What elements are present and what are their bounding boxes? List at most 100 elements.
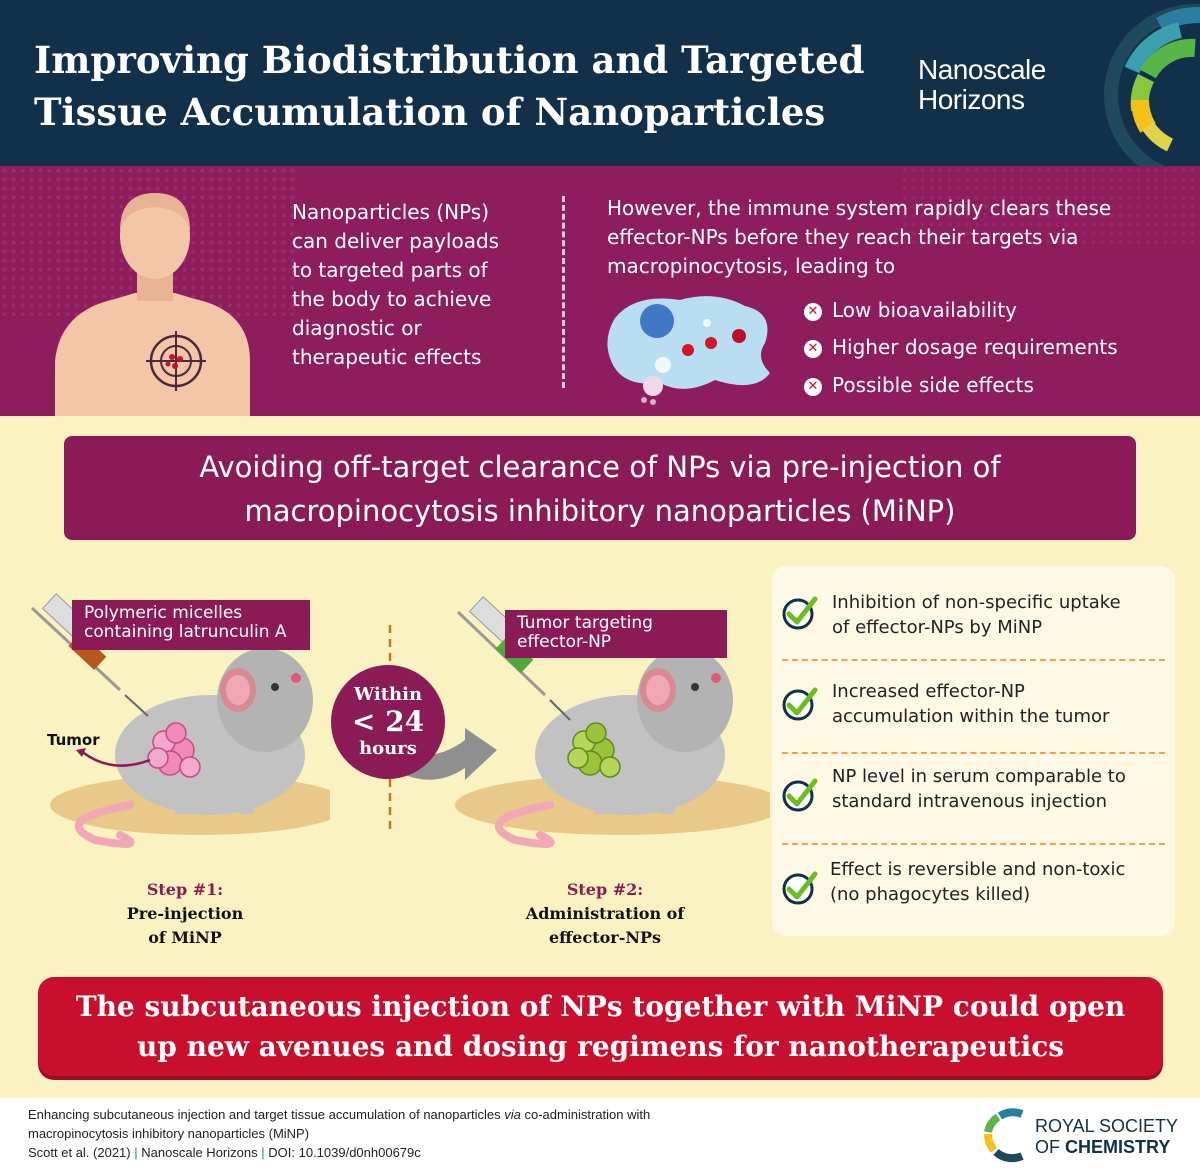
- benefit-line-1: Increased effector-NP: [832, 681, 1025, 702]
- consequence-label: Possible side effects: [832, 373, 1034, 397]
- footer: Enhancing subcutaneous injection and tar…: [0, 1098, 1200, 1173]
- benefit-separator: [782, 659, 1165, 661]
- step2-tag-line-2: effector-NP: [517, 632, 612, 652]
- conclusion-banner: The subcutaneous injection of NPs togeth…: [38, 977, 1163, 1076]
- intro-left-line: the body to achieve: [292, 287, 492, 311]
- benefit-line-1: Inhibition of non-specific uptake: [832, 592, 1121, 613]
- benefit-text: Effect is reversible and non-toxic (no p…: [830, 857, 1125, 907]
- timer-arrow-icon: [331, 625, 497, 835]
- conclusion-line-1: The subcutaneous injection of NPs togeth…: [75, 990, 1126, 1023]
- tumor-label: Tumor: [47, 731, 100, 749]
- check-icon: [782, 596, 818, 630]
- benefit-text: Inhibition of non-specific uptake of eff…: [832, 590, 1121, 640]
- benefit-line-2: (no phagocytes killed): [830, 884, 1031, 905]
- benefit-line-2: of effector-NPs by MiNP: [832, 617, 1043, 638]
- journal-name: Nanoscale Horizons: [918, 55, 1046, 115]
- step2-desc-line-2: effector-NPs: [548, 928, 662, 947]
- x-icon: ✕: [804, 303, 822, 321]
- citation: Scott et al. (2021): [28, 1145, 131, 1160]
- benefit-line-1: Effect is reversible and non-toxic: [830, 859, 1126, 880]
- check-icon: [782, 687, 818, 721]
- check-icon: [782, 778, 818, 812]
- intro-left-line: diagnostic or: [292, 316, 422, 340]
- step1-tag-line-2: containing latrunculin A: [84, 622, 287, 642]
- consequence-item: ✕ Higher dosage requirements: [804, 333, 1118, 361]
- page-title: Improving Biodistribution and Targeted T…: [34, 34, 865, 138]
- rsc-logo-icon: [983, 1108, 1024, 1163]
- benefit-line-2: standard intravenous injection: [832, 791, 1107, 812]
- step2-number: Step #2:: [566, 880, 644, 899]
- step1-description: Pre-injection of MiNP: [100, 902, 270, 950]
- x-icon: ✕: [804, 340, 822, 358]
- timer-line-1: Within: [353, 684, 423, 705]
- timer-label: Within < 24 hours: [332, 684, 444, 760]
- title-line-1: Improving Biodistribution and Targeted: [34, 38, 865, 82]
- check-icon: [782, 871, 818, 905]
- step2-description: Administration of effector-NPs: [510, 902, 700, 950]
- intro-right-line: macropinocytosis, leading to: [607, 254, 896, 278]
- conclusion-line-2: up new avenues and dosing regimens for n…: [136, 1030, 1065, 1063]
- reference-title-part: co-administration with: [520, 1107, 651, 1122]
- intro-left-line: Nanoparticles (NPs): [292, 200, 490, 224]
- step2-tag-line-1: Tumor targeting: [517, 613, 653, 633]
- mouse-step1-icon: [30, 593, 330, 848]
- doi[interactable]: DOI: 10.1039/d0nh00679c: [268, 1145, 421, 1160]
- timer-line-3: hours: [359, 738, 417, 759]
- rsc-chemistry: CHEMISTRY: [1065, 1137, 1171, 1157]
- reference-title-italic: via: [504, 1107, 521, 1122]
- benefit-item: NP level in serum comparable to standard…: [772, 752, 1175, 842]
- title-line-2: Tissue Accumulation of Nanoparticles: [34, 90, 826, 134]
- footer-journal: Nanoscale Horizons: [141, 1145, 258, 1160]
- banner-line-1: Avoiding off-target clearance of NPs via…: [199, 450, 1001, 484]
- rsc-of: OF: [1035, 1137, 1065, 1157]
- journal-line-2: Horizons: [918, 84, 1025, 115]
- step2-tag: Tumor targeting effector-NP: [505, 610, 727, 658]
- reference-line-2: macropinocytosis inhibitory nanoparticle…: [28, 1126, 310, 1141]
- reference-line-3: Scott et al. (2021) | Nanoscale Horizons…: [28, 1143, 650, 1162]
- benefit-line-2: accumulation within the tumor: [832, 706, 1110, 727]
- step1-tag-line-1: Polymeric micelles: [84, 603, 243, 623]
- rsc-line-2: OF CHEMISTRY: [1035, 1137, 1178, 1158]
- intro-right-line: However, the immune system rapidly clear…: [607, 196, 1112, 220]
- journal-line-1: Nanoscale: [918, 54, 1046, 85]
- x-icon: ✕: [804, 378, 822, 396]
- consequence-item: ✕ Possible side effects: [804, 371, 1034, 399]
- intro-right-line: effector-NPs before they reach their tar…: [607, 225, 1079, 249]
- benefits-panel: Inhibition of non-specific uptake of eff…: [772, 566, 1175, 936]
- benefit-text: Increased effector-NP accumulation withi…: [832, 679, 1109, 729]
- banner-line-2: macropinocytosis inhibitory nanoparticle…: [244, 494, 956, 528]
- benefit-separator: [782, 752, 1165, 754]
- separator: |: [134, 1145, 138, 1160]
- rsc-wordmark: ROYAL SOCIETY OF CHEMISTRY: [1035, 1116, 1178, 1158]
- header: Improving Biodistribution and Targeted T…: [0, 0, 1200, 166]
- consequence-label: Higher dosage requirements: [832, 335, 1118, 359]
- dashed-divider: [562, 196, 565, 388]
- macrophage-icon: [607, 296, 770, 405]
- benefit-item: Inhibition of non-specific uptake of eff…: [772, 566, 1175, 658]
- intro-left-line: therapeutic effects: [292, 345, 482, 369]
- strategy-banner: Avoiding off-target clearance of NPs via…: [64, 436, 1136, 540]
- benefit-line-1: NP level in serum comparable to: [832, 766, 1126, 787]
- journal-logo-icon: [1104, 4, 1200, 166]
- benefit-item: Effect is reversible and non-toxic (no p…: [772, 843, 1175, 936]
- reference-line-1: Enhancing subcutaneous injection and tar…: [28, 1105, 650, 1124]
- step1-desc-line-2: of MiNP: [148, 928, 222, 947]
- separator: |: [261, 1145, 265, 1160]
- step1-number: Step #1:: [146, 880, 224, 899]
- reference-title-part: Enhancing subcutaneous injection and tar…: [28, 1107, 505, 1122]
- benefit-item: Increased effector-NP accumulation withi…: [772, 659, 1175, 751]
- consequence-item: ✕ Low bioavailability: [804, 296, 1017, 324]
- step1-tag: Polymeric micelles containing latrunculi…: [72, 600, 310, 650]
- benefit-text: NP level in serum comparable to standard…: [832, 764, 1126, 814]
- intro-left-line: to targeted parts of: [292, 258, 488, 282]
- benefit-separator: [782, 843, 1165, 845]
- timer-line-2: < 24: [351, 705, 425, 738]
- step2-desc-line-1: Administration of: [525, 904, 685, 923]
- consequence-label: Low bioavailability: [832, 298, 1017, 322]
- intro-left-text: Nanoparticles (NPs) can deliver payloads…: [292, 198, 499, 372]
- step1-desc-line-1: Pre-injection: [126, 904, 244, 923]
- intro-left-line: can deliver payloads: [292, 229, 500, 253]
- mouse-step2-icon: [455, 596, 770, 848]
- human-silhouette-icon: [55, 193, 250, 416]
- intro-right-text: However, the immune system rapidly clear…: [607, 194, 1111, 281]
